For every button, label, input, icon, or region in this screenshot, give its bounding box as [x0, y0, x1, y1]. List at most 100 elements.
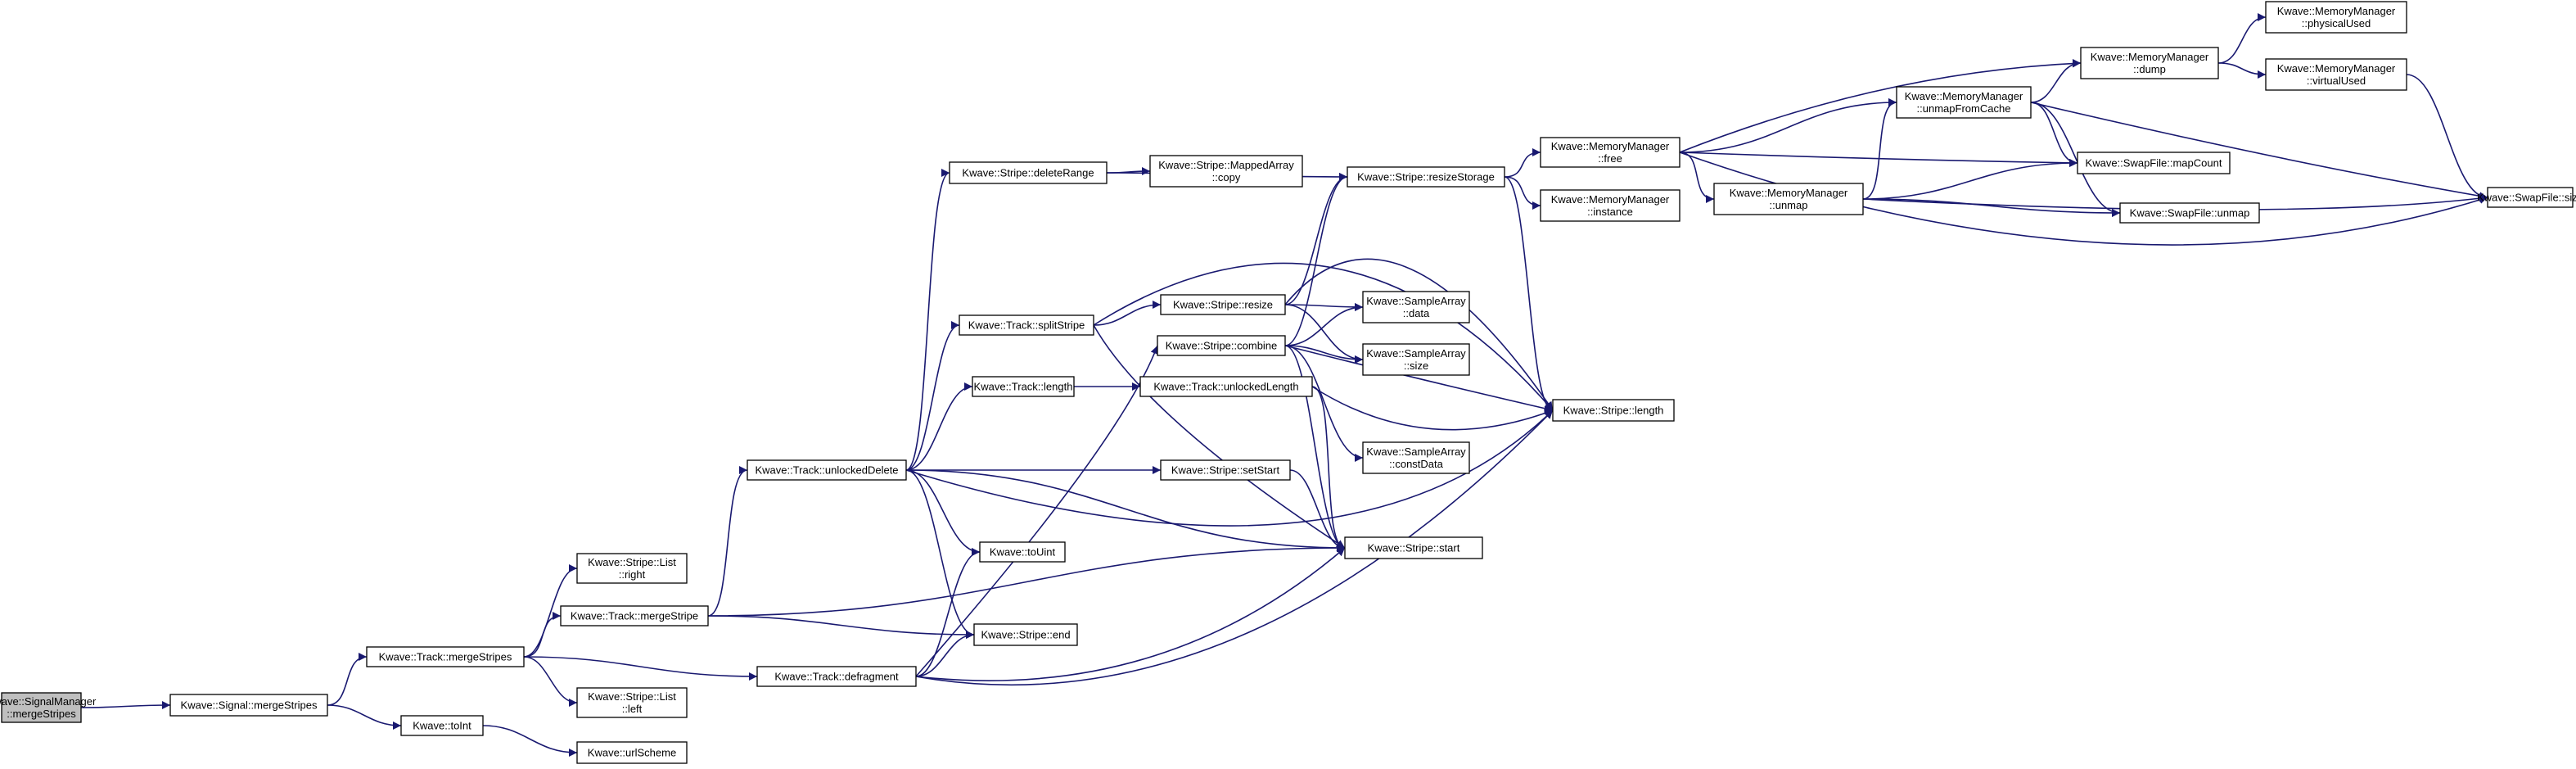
call-edge-track_defrag-to-stripe_combine [915, 345, 1159, 677]
edge-arrow [707, 544, 1346, 617]
node-label: Kwave::Stripe::start [1368, 541, 1460, 554]
graph-node-list-left[interactable]: Kwave::Stripe::List::left [576, 687, 688, 718]
node-box [1540, 189, 1680, 222]
node-box [169, 694, 328, 717]
graph-node-toInt[interactable]: Kwave::toInt [400, 715, 484, 736]
graph-node-stripe-resize[interactable]: Kwave::Stripe::resize [1160, 294, 1286, 315]
node-box [2077, 152, 2231, 174]
graph-node-track-unlockedDelete[interactable]: Kwave::Track::unlockedDelete [747, 459, 907, 481]
call-edge-track_unlockedDelete-to-toUint [905, 469, 981, 556]
edge-arrow [1504, 176, 1554, 414]
graph-node-track-length[interactable]: Kwave::Track::length [972, 376, 1075, 397]
call-edge-track_unlockedDelete-to-track_splitStripe [905, 321, 960, 471]
node-label: Kwave::MemoryManager [1905, 90, 2023, 102]
node-label: Kwave::Track::defragment [774, 670, 899, 682]
call-edge-mm_unmap-to-mm_unmapFromCache [1862, 98, 1897, 200]
node-label: Kwave::Track::mergeStripes [379, 650, 512, 663]
node-label: Kwave::SampleArray [1366, 347, 1466, 360]
edge-arrow [2217, 13, 2267, 64]
call-edge-track_unlockedLength-to-stripe_length [1311, 386, 1554, 431]
node-label: Kwave::Stripe::setStart [1171, 464, 1280, 476]
edge-arrow [327, 704, 402, 730]
graph-node-toUint[interactable]: Kwave::toUint [979, 541, 1066, 563]
graph-node-track-defrag[interactable]: Kwave::Track::defragment [756, 666, 917, 687]
graph-node-sf-mapCount[interactable]: Kwave::SwapFile::mapCount [2077, 152, 2231, 174]
call-edge-track_mergeStripes-to-list_right [523, 564, 578, 658]
graph-node-sa-constData[interactable]: Kwave::SampleArray::constData [1362, 441, 1470, 474]
edge-arrow [1093, 324, 1346, 549]
graph-node-sa-data[interactable]: Kwave::SampleArray::data [1362, 291, 1470, 323]
graph-node-track-mergeStripes[interactable]: Kwave::Track::mergeStripes [366, 646, 525, 667]
edge-arrow [1862, 98, 1897, 200]
node-label: Kwave::MemoryManager [2277, 5, 2396, 17]
node-label: ::mergeStripes [7, 708, 76, 720]
graph-node-stripe-deleteRange[interactable]: Kwave::Stripe::deleteRange [949, 161, 1108, 184]
node-label: ::constData [1389, 458, 1444, 470]
graph-node-track-mergeStripe[interactable]: Kwave::Track::mergeStripe [560, 605, 709, 627]
node-box [1344, 536, 1483, 559]
edge-arrow [1862, 159, 2078, 200]
graph-node-urlScheme[interactable]: Kwave::urlScheme [576, 741, 688, 764]
call-edge-mm_unmap-to-sf_unmap [1862, 198, 2121, 217]
node-box [2265, 58, 2407, 91]
call-edge-mm_free-to-mm_unmapFromCache [1679, 98, 1897, 153]
graph-node-mm-dump[interactable]: Kwave::MemoryManager::dump [2080, 47, 2219, 79]
node-box [1540, 137, 1680, 168]
edge-arrow [707, 466, 748, 617]
edge-arrow [1679, 98, 1897, 153]
graph-node-stripe-combine[interactable]: Kwave::Stripe::combine [1157, 335, 1286, 356]
graph-node-mapped-copy[interactable]: Kwave::Stripe::MappedArray::copy [1149, 155, 1303, 188]
call-edge-stripe_resize-to-sa_data [1284, 302, 1364, 311]
edge-arrow [523, 656, 578, 707]
node-label: ::physicalUsed [2302, 17, 2371, 29]
node-label: ::free [1598, 152, 1622, 165]
node-label: ::instance [1587, 206, 1633, 218]
graph-node-sig-merge[interactable]: Kwave::Signal::mergeStripes [169, 694, 328, 717]
graph-node-stripe-start[interactable]: Kwave::Stripe::start [1344, 536, 1483, 559]
node-box [979, 541, 1066, 563]
edge-arrow [1284, 345, 1554, 413]
edge-arrow [1679, 59, 2082, 153]
node-box [949, 161, 1108, 184]
graph-node-track-unlockedLength[interactable]: Kwave::Track::unlockedLength [1139, 376, 1313, 397]
graph-node-mm-instance[interactable]: Kwave::MemoryManager::instance [1540, 189, 1680, 222]
graph-node-stripe-length[interactable]: Kwave::Stripe::length [1552, 399, 1675, 422]
graph-node-stripe-setStart[interactable]: Kwave::Stripe::setStart [1160, 459, 1291, 481]
node-box [756, 666, 917, 687]
edge-arrow [1284, 173, 1348, 305]
edge-arrow [905, 409, 1554, 527]
call-edge-track_unlockedDelete-to-track_length [905, 382, 973, 471]
graph-node-track-splitStripe[interactable]: Kwave::Track::splitStripe [959, 314, 1094, 336]
edge-arrow [1284, 345, 1364, 364]
graph-node-sa-size[interactable]: Kwave::SampleArray::size [1362, 343, 1470, 376]
graph-node-stripe-resizeStorage[interactable]: Kwave::Stripe::resizeStorage [1347, 166, 1505, 188]
call-edge-track_mergeStripes-to-track_defrag [523, 656, 758, 681]
graph-node-mm-unmap[interactable]: Kwave::MemoryManager::unmap [1713, 183, 1864, 215]
call-edge-track_defrag-to-stripe_length [915, 409, 1554, 686]
call-edge-stripe_combine-to-stripe_length [1284, 345, 1554, 413]
node-label: Kwave::Stripe::List [588, 556, 676, 568]
node-label: ::virtualUsed [2307, 75, 2366, 87]
graph-node-mm-physicalUsed[interactable]: Kwave::MemoryManager::physicalUsed [2265, 1, 2407, 34]
call-edge-track_mergeStripes-to-list_left [523, 656, 578, 707]
graph-node-mm-free[interactable]: Kwave::MemoryManager::free [1540, 137, 1680, 168]
node-box [973, 623, 1078, 646]
graph-node-mm-unmapFromCache[interactable]: Kwave::MemoryManager::unmapFromCache [1896, 86, 2032, 119]
graph-node-list-right[interactable]: Kwave::Stripe::List::right [576, 553, 688, 584]
graph-node-mm-virtualUsed[interactable]: Kwave::MemoryManager::virtualUsed [2265, 58, 2407, 91]
call-edge-mm_free-to-mm_dump [1679, 59, 2082, 153]
node-box [2119, 202, 2260, 224]
node-label: ::copy [1212, 171, 1241, 183]
edge-arrow [1284, 258, 1554, 411]
graph-node-sf-unmap[interactable]: Kwave::SwapFile::unmap [2119, 202, 2260, 224]
edge-arrow [915, 631, 975, 677]
call-edge-track_splitStripe-to-stripe_resize [1093, 301, 1162, 326]
edge-arrow [2217, 62, 2267, 79]
node-label: ::right [619, 568, 646, 581]
graph-node-stripe-end[interactable]: Kwave::Stripe::end [973, 623, 1078, 646]
graph-node-sf-size[interactable]: Kwave::SwapFile::size [2477, 187, 2576, 208]
node-label: Kwave::Stripe::end [981, 628, 1070, 640]
node-box [1157, 335, 1286, 356]
node-label: ::data [1403, 307, 1430, 319]
